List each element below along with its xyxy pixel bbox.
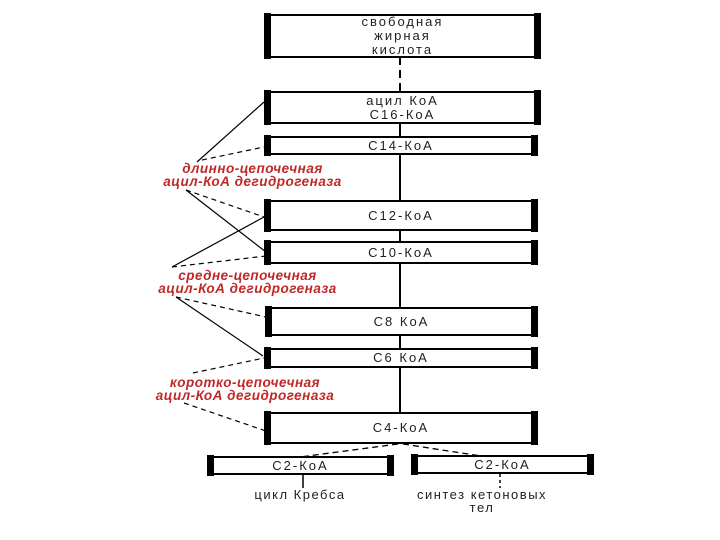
box-c2-coa-right: C2-КоА <box>411 454 594 475</box>
enzyme-medium-to-c12 <box>171 216 265 268</box>
box-c8-coa-label: C8 КоА <box>373 313 430 329</box>
box-c10-coa-label: C10-КоА <box>368 244 434 260</box>
box-c6-coa: C6 КоА <box>264 347 538 369</box>
enzyme-short-to-c4 <box>183 402 267 432</box>
box-c14-coa-label: C14-КоА <box>368 137 434 153</box>
box-c4-coa: C4-КоА <box>264 411 538 445</box>
enzyme-label-long-chain: длинно-цепочечная ацил-КоА дегидрогеназа <box>163 161 342 189</box>
box-c2-coa-left-label: C2-КоА <box>272 457 329 473</box>
enzyme-medium-to-c10 <box>171 255 267 268</box>
enzyme-label-medium-chain: средне-цепочечная ацил-КоА дегидрогеназа <box>158 268 337 296</box>
enzyme-long-to-c16 <box>196 101 265 163</box>
box-acyl-coa-c16: ацил КоА C16-КоА <box>264 90 541 125</box>
box-c2-coa-right-label: C2-КоА <box>474 456 531 472</box>
enzyme-short-to-c6 <box>192 357 265 374</box>
fate-label-ketone-synthesis: синтез кетоновых тел <box>416 487 548 515</box>
enzyme-long-to-c10 <box>185 189 267 253</box>
box-c8-coa: C8 КоА <box>265 306 538 337</box>
enzyme-long-to-c14 <box>201 146 265 161</box>
box-acyl-coa-c16-label: ацил КоА C16-КоА <box>366 92 439 122</box>
enzyme-long-to-c12 <box>185 189 265 218</box>
enzyme-medium-to-c8 <box>175 296 267 318</box>
box-c4-coa-label: C4-КоА <box>372 420 430 435</box>
box-c6-coa-label: C6 КоА <box>373 350 429 365</box>
box-c2-coa-left: C2-КоА <box>207 455 394 476</box>
enzyme-label-short-chain: коротко-цепочечная ацил-КоА дегидрогеназ… <box>155 375 335 403</box>
branch-c4-to-c2-left <box>299 443 399 458</box>
box-c12-coa: C12-КоА <box>264 199 538 232</box>
box-c10-coa: C10-КоА <box>264 240 538 265</box>
box-free-fatty-acid-label: свободная жирная кислота <box>361 14 444 57</box>
fate-label-krebs-cycle: цикл Кребса <box>254 487 346 502</box>
box-free-fatty-acid: свободная жирная кислота <box>264 13 541 59</box>
enzyme-medium-to-c6 <box>175 296 264 357</box>
branch-c4-to-c2-right <box>402 443 482 457</box>
box-c14-coa: C14-КоА <box>264 135 538 156</box>
box-c12-coa-label: C12-КоА <box>368 207 434 223</box>
